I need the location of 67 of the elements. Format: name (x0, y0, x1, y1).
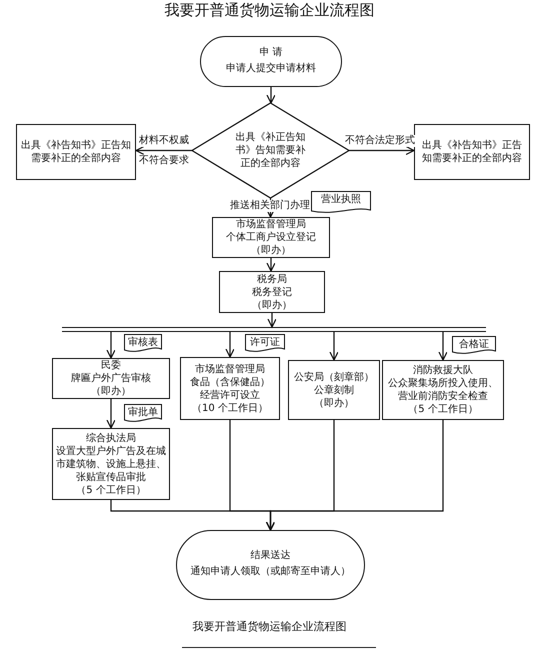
document-shape (311, 191, 371, 214)
node-text: 设置大型户外广告及在城市建筑物、设施上悬挂、张贴宣传品审批 (56, 444, 166, 484)
node-text: 出具《补告知书》正告知需要补正的全部内容 (20, 139, 132, 165)
node-text: （即办） (251, 244, 291, 257)
process-box (52, 358, 170, 399)
arrow (266, 258, 276, 272)
arrow (106, 332, 116, 359)
arrow (106, 399, 116, 429)
arrow (266, 87, 276, 104)
arrow (135, 146, 192, 156)
document-shape (124, 334, 162, 353)
figure-caption: 我要开普通货物运输企业流程图 (192, 620, 346, 633)
process-box (16, 124, 136, 180)
bus-line (62, 327, 486, 332)
node-text: 公安局（刻章部） (294, 370, 374, 384)
node-text: 综合执法局 (86, 432, 136, 444)
node-text: （5 个工作日） (76, 484, 146, 496)
arrow (266, 420, 444, 531)
edge-note: 不符合要求 (138, 155, 190, 167)
edge-label: 不符合法定形式 (344, 135, 416, 147)
node-text: 民委 (101, 359, 121, 372)
process-box (219, 271, 325, 313)
node-text: （即办） (252, 298, 292, 312)
document-shape (245, 334, 285, 353)
node-text: 个体工商户设立登记 (226, 231, 316, 244)
edge-label: 材料不权威 (138, 135, 190, 147)
node-text: 申 请 (259, 46, 283, 58)
node-text: 审批单 (128, 406, 158, 419)
node-text: 结果送达 (250, 549, 290, 562)
node-text: 审核表 (128, 336, 158, 349)
arrow (267, 313, 277, 328)
document-shape (124, 404, 162, 423)
process-box (52, 428, 170, 500)
node-text: 通知申请人领取（或邮寄至申请人） (190, 565, 350, 578)
diagram-title: 我要开普通货物运输企业流程图 (164, 1, 374, 19)
node-text: 市场监督管理局 (236, 218, 306, 231)
node-text: 营业执照 (321, 193, 361, 206)
node-text: 合格证 (459, 338, 489, 351)
node-text: 税务局 (257, 272, 287, 286)
node-text: 出具《补正告知书》告知需要补正的全部内容 (234, 131, 306, 170)
node-text: 食品（含保健品） (190, 376, 270, 388)
node-text: 许可证 (250, 336, 280, 349)
process-box (180, 357, 280, 420)
node-text: 经营许可设立 (200, 388, 260, 402)
node-text: 消防救援大队 (413, 364, 473, 377)
arrow (225, 332, 235, 358)
terminal-node (200, 36, 342, 87)
process-box (414, 124, 530, 180)
arrow (349, 146, 415, 156)
node-text: （10 个工作日） (192, 402, 268, 414)
edge-label: 推送相关部门办理 (229, 200, 311, 212)
node-text: 申请人提交申请材料 (226, 62, 316, 74)
node-text: （即办） (314, 396, 354, 410)
process-box (212, 217, 330, 258)
node-text: （即办） (91, 385, 131, 398)
node-text: 税务登记 (252, 286, 292, 298)
node-text: 公众聚集场所投入使用、营业前消防安全检查 (387, 377, 499, 403)
node-text: 公章刻制 (314, 384, 354, 396)
arrow (329, 332, 339, 361)
process-box (382, 360, 504, 420)
node-text: 市场监督管理局 (195, 362, 265, 376)
process-box (288, 360, 380, 420)
node-text: 牌匾户外广告审核 (71, 372, 151, 385)
node-text: （5 个工作日） (408, 403, 478, 416)
document-shape (452, 336, 496, 355)
node-text: 出具《补告知书》正告知需要补正的全部内容 (421, 139, 523, 165)
arrow (438, 332, 448, 361)
